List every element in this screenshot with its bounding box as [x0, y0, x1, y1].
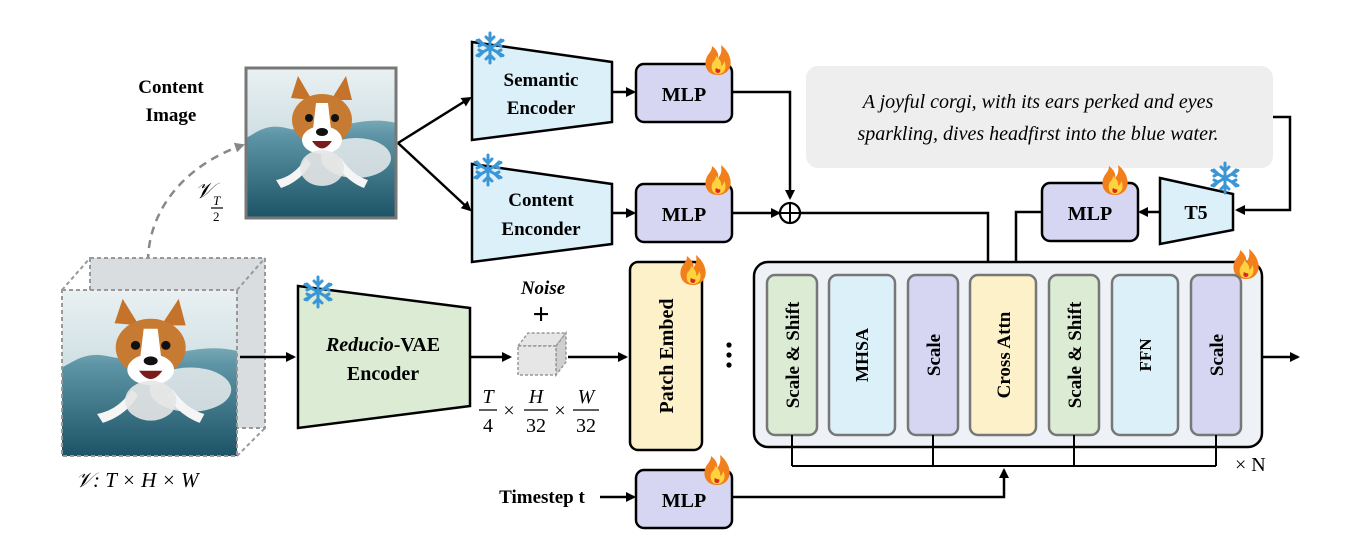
dit-scale-1: Scale	[906, 273, 960, 437]
svg-text:T5: T5	[1184, 202, 1207, 224]
svg-text:32: 32	[576, 415, 596, 437]
svg-text:Semantic: Semantic	[504, 70, 579, 91]
arrow-timestep-to-modulation	[732, 468, 1009, 499]
vae-italic: Reducio	[325, 334, 394, 356]
fire-icon	[705, 165, 731, 195]
svg-text:MLP: MLP	[1068, 203, 1112, 225]
fire-icon	[1233, 249, 1259, 279]
svg-text:2: 2	[213, 209, 220, 224]
svg-text:MHSA: MHSA	[852, 328, 872, 382]
dit-cross-attn: Cross Attn	[968, 273, 1038, 437]
video-shape-label: 𝒱: T × H × W	[75, 468, 201, 492]
svg-text:W: W	[578, 386, 597, 408]
fire-icon	[704, 455, 730, 485]
svg-text:MLP: MLP	[662, 204, 706, 226]
reducio-vae-encoder: Reducio-VAE Encoder	[296, 284, 472, 430]
semantic-encoder: Semantic Encoder	[470, 40, 614, 142]
svg-text:Encoder: Encoder	[507, 98, 576, 119]
svg-text:×: ×	[503, 400, 514, 422]
svg-text:sparkling, dives headfirst int: sparkling, dives headfirst into the blue…	[857, 123, 1218, 145]
modulation-lines	[791, 435, 1217, 467]
arrow-to-content	[397, 142, 472, 212]
dit-ffn: FFN	[1110, 273, 1180, 437]
fire-icon	[680, 255, 706, 285]
svg-text:A joyful corgi, with its ears: A joyful corgi, with its ears perked and…	[861, 91, 1214, 113]
svg-text:Scale: Scale	[1207, 334, 1228, 376]
frame-sampling-arrow	[146, 142, 245, 263]
dit-scale-2: Scale	[1189, 273, 1243, 437]
content-image	[244, 66, 398, 220]
mlp-timestep: MLP	[634, 468, 734, 530]
svg-text:Scale & Shift: Scale & Shift	[783, 301, 804, 408]
dit-scale-shift-1: Scale & Shift	[765, 273, 819, 437]
dit-scale-shift-2: Scale & Shift	[1047, 273, 1101, 437]
sum-operator	[778, 201, 802, 225]
text-prompt: A joyful corgi, with its ears perked and…	[806, 66, 1273, 168]
ellipsis	[726, 342, 732, 368]
input-video-cube	[61, 257, 266, 457]
dit-mhsa: MHSA	[827, 273, 897, 437]
svg-text:MLP: MLP	[662, 84, 706, 106]
noise-label: Noise	[520, 278, 566, 299]
svg-text:T: T	[482, 386, 495, 408]
svg-text:Patch Embed: Patch Embed	[656, 299, 678, 414]
svg-text:Scale & Shift: Scale & Shift	[1065, 301, 1086, 408]
content-encoder: Content Enconder	[470, 162, 614, 264]
v-half-label: 𝒱 T 2	[195, 178, 223, 224]
vae-rest: -VAE	[394, 334, 440, 356]
mlp-text: MLP	[1040, 181, 1140, 243]
svg-text:Reducio-VAE: Reducio-VAE	[325, 334, 440, 356]
svg-text:MLP: MLP	[662, 490, 706, 512]
patch-embed: Patch Embed	[628, 260, 704, 452]
repeat-label-text: × N	[1235, 454, 1266, 476]
fire-icon	[1102, 165, 1128, 195]
arrow-text-mlp-to-crossattn	[1011, 210, 1042, 272]
svg-text:4: 4	[483, 415, 493, 437]
svg-text:Cross Attn: Cross Attn	[994, 311, 1015, 398]
svg-text:FFN: FFN	[1136, 338, 1155, 372]
svg-text:Scale: Scale	[924, 334, 945, 376]
t5-encoder: T5	[1158, 176, 1235, 246]
svg-text:Content: Content	[508, 190, 574, 211]
svg-text:T: T	[213, 193, 221, 208]
arrow-prompt-to-t5	[1235, 115, 1292, 215]
arrow-semantic-to-sum	[732, 90, 795, 200]
content-image-label-line1: Content	[138, 77, 204, 98]
svg-text:H: H	[528, 386, 545, 408]
noise-plus: +	[532, 298, 549, 331]
repeat-label: × N	[1235, 454, 1266, 476]
svg-text:×: ×	[554, 400, 565, 422]
svg-text:Encoder: Encoder	[347, 363, 419, 385]
latent-dims: T 4 × H 32 × W 32	[479, 386, 599, 437]
fire-icon	[705, 45, 731, 75]
svg-text:Enconder: Enconder	[501, 219, 581, 240]
timestep-label: Timestep t	[499, 487, 585, 508]
content-image-label-line2: Image	[146, 105, 197, 126]
svg-text:32: 32	[526, 415, 546, 437]
arrow-to-semantic	[397, 96, 472, 145]
latent-cube	[516, 330, 568, 378]
arrow-sum-to-crossattn	[800, 211, 993, 272]
